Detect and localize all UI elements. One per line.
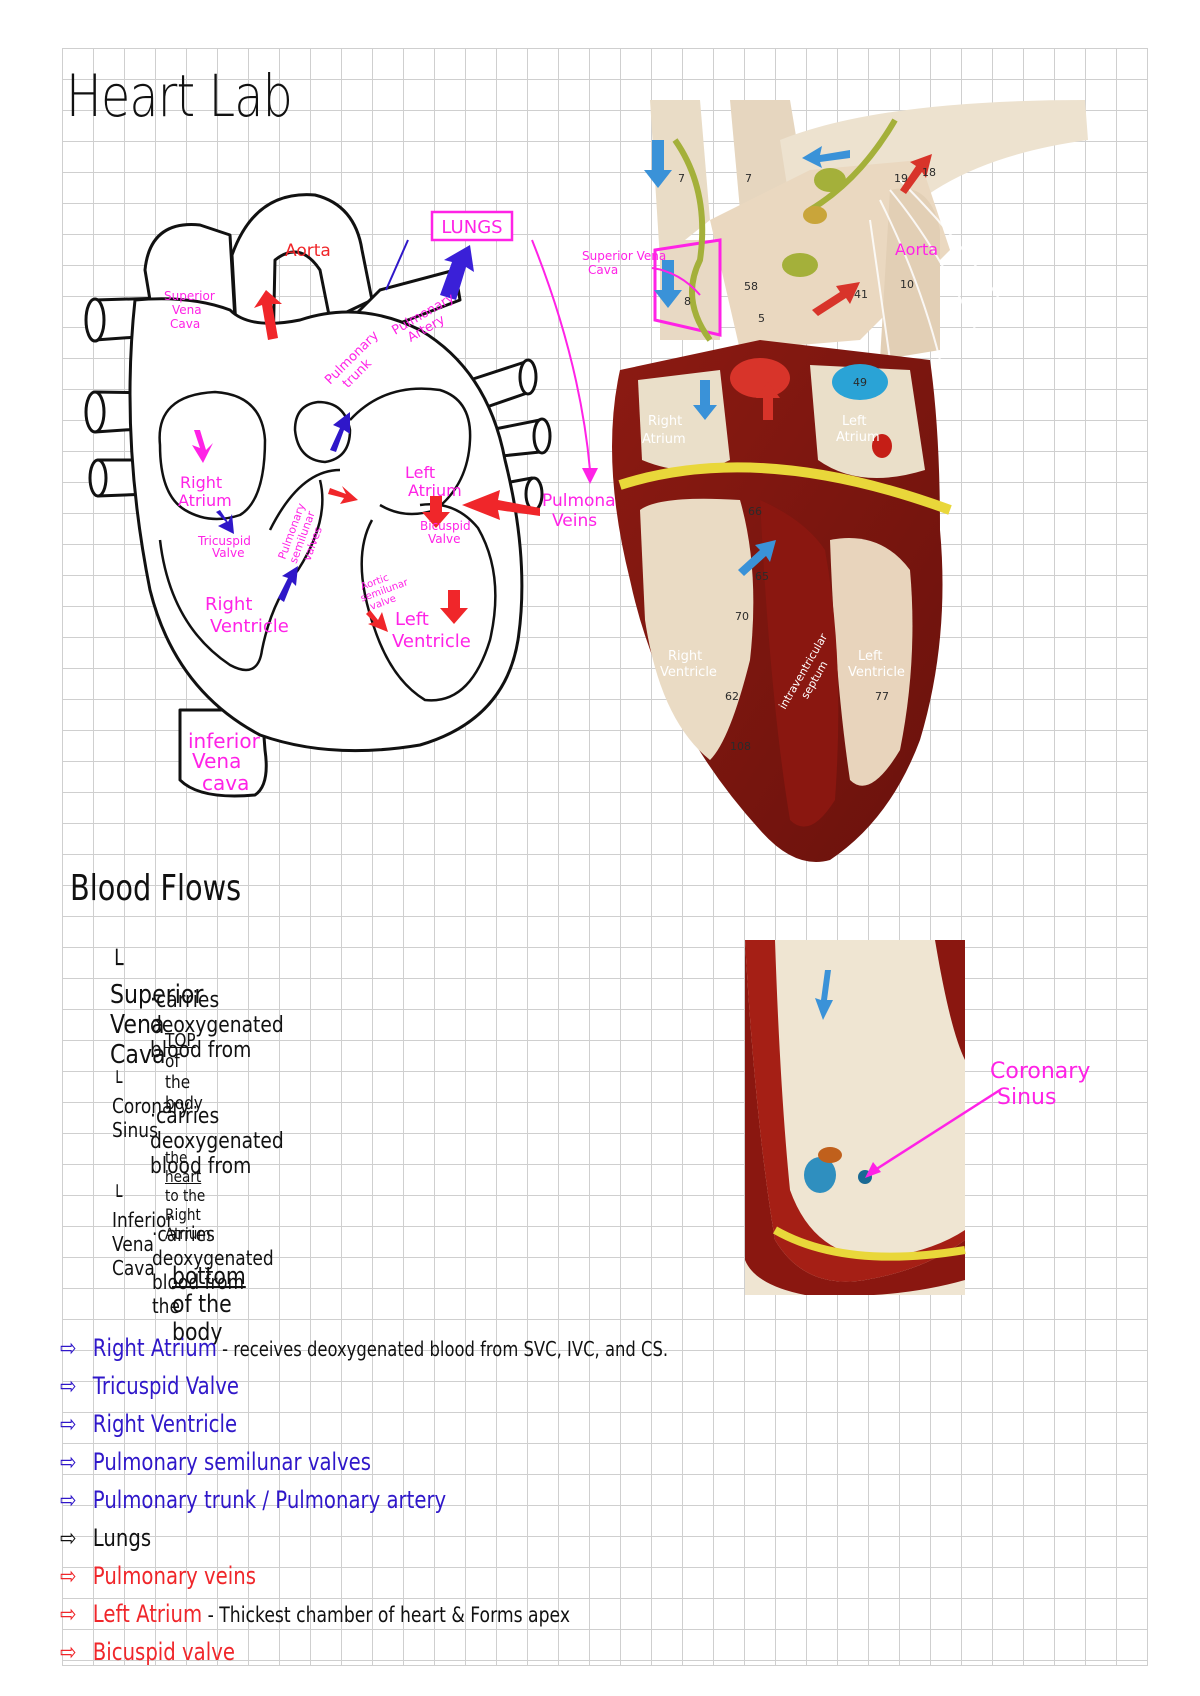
svg-text:7: 7 [678, 172, 685, 185]
flow-desc-2: the heart to the Right Atrium [165, 1148, 211, 1243]
arrow-icon [693, 380, 717, 420]
svg-text:77: 77 [875, 690, 889, 703]
sequence-item: ⇨Pulmonary veins [60, 1562, 256, 1590]
arrow-icon [462, 490, 540, 520]
double-arrow-icon: ⇨ [60, 1638, 77, 1666]
arrow-icon [644, 140, 672, 188]
arrow-icon [440, 590, 468, 624]
coronary-sinus-photo: Coronary Sinus [745, 940, 1097, 1295]
photo-label-left-ventricle: Left Ventricle [848, 649, 905, 680]
arrow-icon [900, 154, 932, 194]
flow-item-svc: └ Superior Vena Cava [110, 950, 204, 1070]
photo-label-right-atrium: Right Atrium [642, 414, 686, 447]
diagram-label-lungs: LUNGS [441, 217, 502, 238]
svg-text:18: 18 [922, 166, 936, 179]
arrow-icon [802, 146, 850, 168]
photo-label-svc: Superior Vena Cava [582, 249, 670, 277]
svg-text:8: 8 [684, 295, 691, 308]
diagram-label-right-atrium: Right Atrium [178, 473, 232, 510]
double-arrow-icon: ⇨ [60, 1486, 77, 1514]
heart-model-photo: Right Atrium Left Atrium Right Ventricle… [612, 100, 1088, 862]
double-arrow-icon: ⇨ [60, 1334, 77, 1362]
double-arrow-icon: ⇨ [60, 1448, 77, 1476]
svg-text:7: 7 [745, 172, 752, 185]
sequence-item: ⇨Left Atrium - Thickest chamber of heart… [60, 1600, 571, 1628]
diagram-label-left-atrium: Left Atrium [405, 463, 462, 500]
arrow-icon [192, 430, 213, 463]
arrow-icon [738, 540, 776, 576]
arrow-icon [422, 496, 450, 528]
sequence-item: ⇨Lungs [60, 1524, 152, 1552]
photo-label-aorta: Aorta [895, 240, 938, 259]
arrow-icon [756, 382, 780, 420]
diagram-label-tricuspid: Tricuspid Valve [197, 534, 255, 560]
diagram-label-bicuspid: Bicuspid Valve [420, 519, 474, 546]
sequence-item: ⇨Right Atrium - receives deoxygenated bl… [60, 1334, 669, 1362]
svg-text:41: 41 [854, 288, 868, 301]
flow-desc-2: bottom of the body [172, 1262, 246, 1346]
svg-text:62: 62 [725, 690, 739, 703]
arrow-icon [328, 486, 358, 504]
flow-desc: ·carries deoxygenated blood from the [152, 1222, 274, 1318]
sequence-item: ⇨Right Ventricle [60, 1410, 238, 1438]
flow-item-ivc: └ Inferior Vena Cava [112, 1184, 174, 1280]
diagram-label-pulmonary-veins: Pulmonary Veins [542, 491, 638, 531]
heart-diagram: LUNGS Aorta Superior Vena Cava [84, 193, 638, 798]
diagram-label-ivc: inferior Vena cava [188, 729, 266, 795]
svg-text:66: 66 [748, 505, 762, 518]
photo-label-left-atrium: Left Atrium [836, 414, 880, 445]
flow-item-cs: └ Coronary Sinus [112, 1070, 190, 1142]
diagram-label-left-ventricle: Left Ventricle [392, 609, 471, 652]
arrow-icon [812, 282, 860, 316]
diagram-label-right-ventricle: Right Ventricle [205, 594, 289, 637]
svg-text:49: 49 [853, 376, 867, 389]
sequence-item: ⇨Tricuspid Valve [60, 1372, 239, 1400]
diagram-label-svc: Superior Vena Cava [164, 289, 219, 331]
svg-text:58: 58 [744, 280, 758, 293]
svg-text:5: 5 [758, 312, 765, 325]
flow-desc: ·carries deoxygenated blood from [150, 1104, 284, 1179]
diagram-label-aorta: Aorta [285, 241, 331, 261]
arrow-icon [278, 566, 298, 602]
double-arrow-icon: ⇨ [60, 1600, 77, 1628]
flow-arrows [192, 245, 540, 632]
double-arrow-icon: ⇨ [60, 1410, 77, 1438]
photo-label-right-ventricle: Right Ventricle [660, 649, 717, 680]
svc-callout: Superior Vena Cava [582, 249, 701, 296]
flow-desc: ·carries deoxygenated blood from [150, 988, 284, 1063]
sequence-item: ⇨Pulmonary semilunar valves [60, 1448, 372, 1476]
svg-text:19: 19 [894, 172, 908, 185]
photo-label-coronary-sinus: Coronary Sinus [990, 1059, 1097, 1110]
model-number-tags: 7 7 19 18 8 58 5 41 10 49 66 65 70 62 10… [678, 166, 936, 753]
arrow-icon [654, 260, 682, 308]
svg-text:65: 65 [755, 570, 769, 583]
arrow-icon [366, 610, 388, 632]
arrow-icon [254, 290, 282, 340]
svg-text:70: 70 [735, 610, 749, 623]
sequence-item: ⇨Bicuspid valve [60, 1638, 235, 1666]
double-arrow-icon: ⇨ [60, 1372, 77, 1400]
svg-text:108: 108 [730, 740, 751, 753]
section-title: Blood Flows [70, 868, 242, 909]
arrow-icon [330, 412, 350, 452]
flow-desc-2: TOP of the body [165, 1030, 203, 1114]
svg-text:10: 10 [900, 278, 914, 291]
arrow-icon [216, 510, 234, 534]
arrow-icon [440, 245, 474, 300]
page-title: Heart Lab [66, 62, 293, 130]
double-arrow-icon: ⇨ [60, 1524, 77, 1552]
arrow-icon [815, 970, 833, 1020]
double-arrow-icon: ⇨ [60, 1562, 77, 1590]
sequence-item: ⇨Pulmonary trunk / Pulmonary artery [60, 1486, 447, 1514]
